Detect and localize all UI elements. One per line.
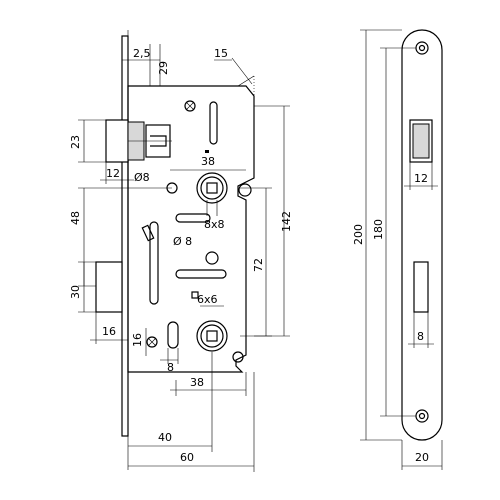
label-200: 200	[352, 224, 365, 245]
follower-6x6	[196, 320, 228, 352]
label-60: 60	[180, 451, 194, 464]
label-20: 20	[415, 451, 429, 464]
label-8-small: 8	[167, 361, 174, 374]
label-23: 23	[69, 135, 82, 149]
label-8-face: 8	[417, 330, 424, 343]
label-180: 180	[372, 219, 385, 240]
screw-top	[184, 100, 196, 112]
label-12-bolt: 12	[106, 167, 120, 180]
dimension-labels: 2,5 29 15 23 12 38 Ø8 8x8 48 142 Ø 8 72 …	[69, 47, 429, 464]
faceplate-side	[121, 35, 129, 437]
label-40: 40	[158, 431, 172, 444]
label-48: 48	[69, 211, 82, 225]
latch-bolt	[105, 119, 172, 163]
label-d8-hole: Ø8	[134, 171, 150, 184]
label-38-top: 38	[201, 155, 215, 168]
slot-long	[149, 221, 159, 305]
follower-8x8	[196, 172, 228, 204]
label-30: 30	[69, 285, 82, 299]
lock-side-view	[95, 35, 255, 437]
dimension-lines-right	[360, 29, 443, 470]
faceplate-front-view	[401, 29, 443, 441]
deadbolt	[95, 261, 123, 313]
label-29: 29	[157, 61, 170, 75]
label-72: 72	[252, 258, 265, 272]
label-16-deadbolt: 16	[102, 325, 116, 338]
label-16-small: 16	[131, 333, 144, 347]
label-15: 15	[214, 47, 228, 60]
label-2-5: 2,5	[133, 47, 151, 60]
hole-d8-ring	[205, 251, 219, 265]
slot-top	[209, 101, 218, 145]
label-142: 142	[280, 211, 293, 232]
label-d8-ring: Ø 8	[173, 235, 192, 248]
dimension-lines-left	[78, 30, 290, 472]
lock-case	[127, 85, 255, 373]
label-6x6: 6x6	[197, 293, 218, 306]
label-8x8: 8x8	[204, 218, 225, 231]
label-38-bottom: 38	[190, 376, 204, 389]
label-12-face: 12	[414, 172, 428, 185]
